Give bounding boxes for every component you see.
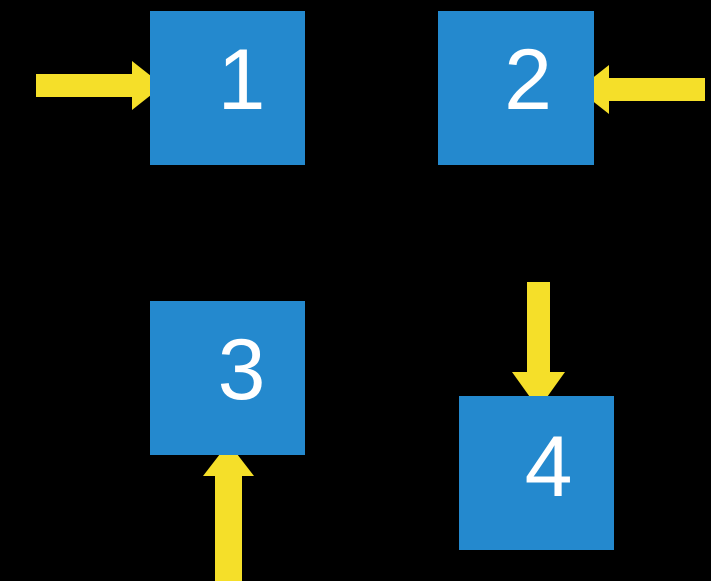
box-node-2[interactable] xyxy=(438,11,594,165)
box-node-2-label: 2 xyxy=(504,32,552,128)
box-node-3-label: 3 xyxy=(217,322,266,418)
arrow-left-into-box-2 xyxy=(578,65,705,114)
arrow-left-shape xyxy=(578,65,705,114)
box-node-1-label: 1 xyxy=(217,32,266,128)
box-node-3[interactable] xyxy=(150,301,305,455)
box-node-4-label: 4 xyxy=(524,419,573,515)
arrow-down-shape xyxy=(512,282,565,409)
arrow-right-shape xyxy=(36,61,163,110)
arrow-right-into-box-1 xyxy=(36,61,163,110)
arrow-up-into-box-3 xyxy=(203,443,254,581)
box-node-4[interactable] xyxy=(459,396,614,550)
arrow-up-shape xyxy=(203,443,254,581)
box-node-1[interactable] xyxy=(150,11,305,165)
arrow-down-into-box-4 xyxy=(512,282,565,409)
